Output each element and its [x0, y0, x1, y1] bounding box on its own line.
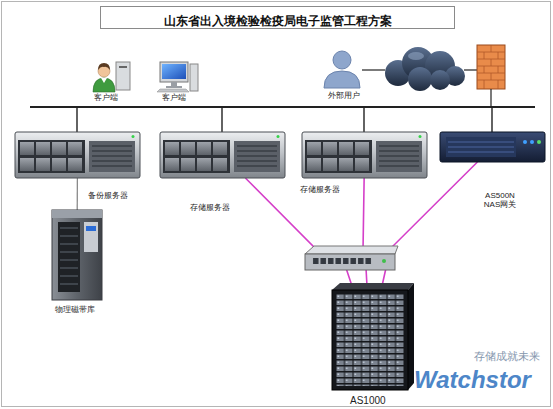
link-line [363, 178, 367, 290]
link-line [490, 89, 491, 107]
cloud-highlight [408, 52, 424, 60]
firewall-bricks [477, 45, 505, 89]
device-node: 存储服务器 [302, 132, 427, 178]
monitor-base [166, 86, 182, 88]
link-line [464, 69, 477, 70]
rack-side [408, 283, 414, 390]
device-label: 客户端 [94, 94, 118, 103]
nas-vent [448, 142, 514, 152]
nas-chassis [440, 132, 545, 162]
tape-control [84, 222, 98, 252]
device-node: 客户端 [158, 60, 198, 92]
link-line [77, 178, 78, 210]
link-line [362, 69, 385, 70]
device-label: 外部用户 [328, 92, 360, 101]
cloud-lobe [408, 67, 432, 91]
link-line [245, 178, 353, 290]
rack-front [332, 290, 408, 390]
bus-drop [491, 107, 492, 132]
monitor-stand [171, 82, 177, 86]
watermark-text: Watchstor [414, 366, 531, 394]
title-text: 山东省出入境检验检疫局电子监管工程方案 [164, 14, 392, 28]
device-label: 存储服务器 [190, 204, 230, 213]
device-node: 备份服务器 [15, 132, 140, 178]
device-node: 物理磁带库 [52, 210, 102, 300]
rack-disks [336, 294, 404, 386]
watermark-text: 存储成就未来 [474, 350, 540, 363]
tape-top [52, 210, 102, 218]
internet-cloud [385, 47, 465, 91]
monitor-frame [160, 62, 188, 82]
tape-display [86, 226, 96, 231]
tape-slots [60, 228, 78, 284]
bus-drop [76, 107, 77, 132]
tape-cabinet [52, 210, 102, 300]
nas-panel [446, 137, 516, 157]
nas-led [530, 140, 534, 144]
device-node: 客户端 [92, 60, 136, 92]
device-label: AS1000 [350, 395, 386, 406]
switch-led [382, 259, 386, 263]
title-box: 山东省出入境检验检疫局电子监管工程方案 [100, 6, 455, 29]
firewall [477, 45, 505, 89]
server-icon [302, 132, 427, 178]
device-label: 客户端 [162, 94, 186, 103]
bus-drop [363, 107, 364, 132]
rack-top [332, 283, 414, 290]
link-line [381, 162, 477, 290]
device-node: AS1000 [332, 290, 408, 390]
device-label: AS500N NAS网关 [476, 192, 524, 210]
switch-top [305, 246, 398, 254]
pc-tower [190, 64, 198, 91]
monitor-screen [162, 64, 186, 79]
device-node: 存储服务器 [160, 132, 285, 178]
device-node: 外部用户 [322, 50, 362, 88]
device-label: 存储服务器 [300, 186, 340, 195]
person-head [333, 51, 351, 69]
pc-drive [119, 66, 127, 68]
person-body [324, 71, 360, 88]
tape-window [58, 222, 80, 292]
cloud-lobe [430, 70, 450, 90]
device-node: AS500N NAS网关 [440, 132, 545, 162]
bus-drop [221, 107, 222, 132]
nas-led [537, 140, 541, 144]
switch-front [305, 254, 395, 270]
network-bus [30, 106, 535, 108]
switch-ports [312, 257, 372, 265]
device-label: 备份服务器 [88, 192, 128, 201]
nas-led [523, 140, 527, 144]
server-icon [15, 132, 140, 178]
device-label: 物理磁带库 [55, 306, 95, 315]
keyboard [157, 89, 189, 92]
person-collar [101, 78, 107, 83]
pc-tower [116, 62, 130, 90]
person-hair [98, 63, 110, 70]
server-icon [160, 132, 285, 178]
person-body [93, 78, 115, 92]
